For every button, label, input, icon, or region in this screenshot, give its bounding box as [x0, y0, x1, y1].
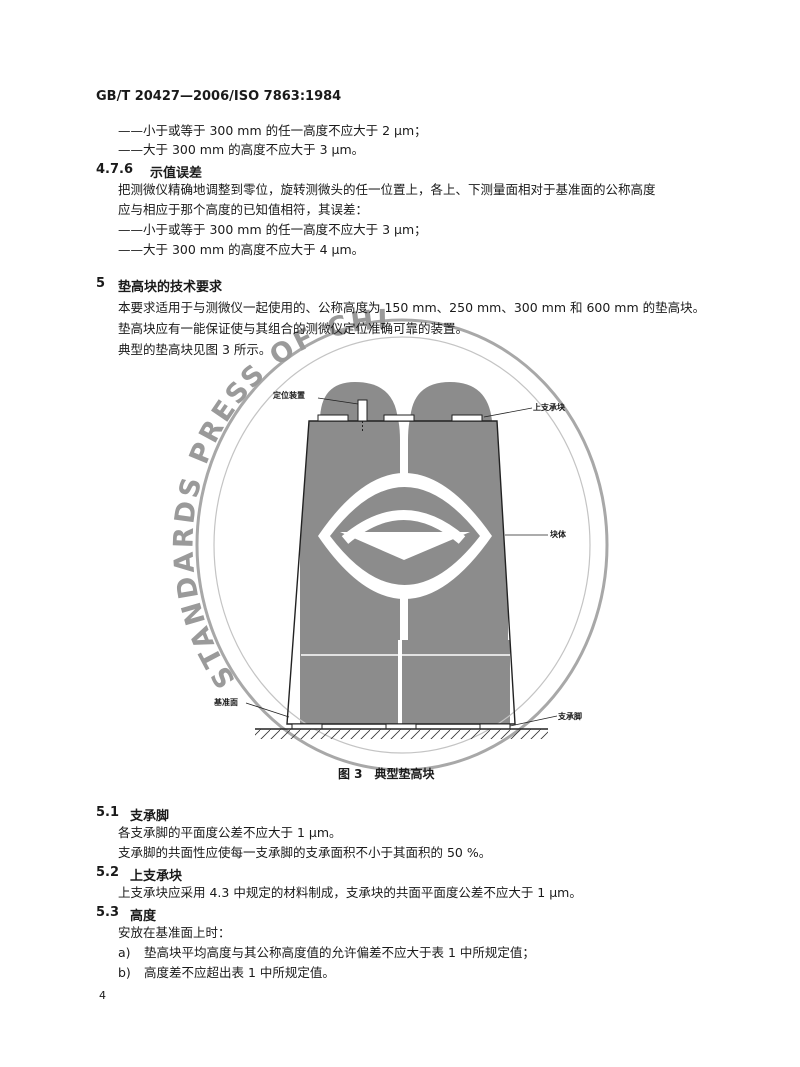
paragraph: 上支承块应采用 4.3 中规定的材料制成，支承块的共面平面度公差不应大于 1 μ… [118, 885, 582, 900]
section-number: 4.7.6 [96, 162, 134, 177]
figure-label-block: 块体 [550, 530, 566, 539]
bullet-item: ——大于 300 mm 的高度不应大于 4 μm。 [118, 242, 365, 257]
list-item-marker: b) [118, 965, 131, 980]
section-number: 5.1 [96, 805, 120, 820]
list-item: 高度差不应超出表 1 中所规定值。 [144, 965, 335, 980]
section-number: 5 [96, 276, 106, 291]
standard-code-header: GB/T 20427—2006/ISO 7863:1984 [96, 89, 342, 104]
paragraph: 把测微仪精确地调整到零位，旋转测微头的任一位置上，各上、下测量面相对于基准面的公… [118, 182, 656, 197]
paragraph: 垫高块应有一能保证使与其组合的测微仪定位准确可靠的装置。 [118, 321, 469, 336]
paragraph: 典型的垫高块见图 3 所示。 [118, 342, 272, 357]
block-body [286, 420, 516, 725]
section-title: 高度 [130, 909, 157, 924]
bullet-item: ——小于或等于 300 mm 的任一高度不应大于 3 μm； [118, 222, 427, 237]
figure-label-foot: 支承脚 [558, 712, 582, 721]
section-title: 上支承块 [130, 869, 183, 884]
bullet-item: ——大于 300 mm 的高度不应大于 3 μm。 [118, 142, 365, 157]
datum-surface-hatch [255, 729, 548, 739]
watermark-circle-inner [213, 336, 591, 754]
section-title: 示值误差 [150, 166, 203, 181]
paragraph: 应与相应于那个高度的已知值相符，其误差： [118, 202, 369, 217]
section-title: 支承脚 [130, 809, 170, 824]
paragraph: 各支承脚的平面度公差不应大于 1 μm。 [118, 825, 342, 840]
list-item: 垫高块平均高度与其公称高度值的允许偏差不应大于表 1 中所规定值； [144, 945, 535, 960]
upper-support-block [317, 414, 349, 422]
upper-support-block [451, 414, 483, 422]
upper-support-block [383, 414, 415, 422]
page-number: 4 [99, 989, 106, 1002]
section-number: 5.2 [96, 865, 120, 880]
paragraph: 安放在基准面上时： [118, 925, 231, 940]
watermark-circle [195, 318, 609, 772]
paragraph: 本要求适用于与测微仪一起使用的、公称高度为 150 mm、250 mm、300 … [118, 300, 706, 315]
section-number: 5.3 [96, 905, 120, 920]
figure-caption: 图 3 典型垫高块 [338, 767, 435, 781]
section-title: 垫高块的技术要求 [118, 280, 223, 295]
list-item-marker: a) [118, 945, 131, 960]
paragraph: 支承脚的共面性应使每一支承脚的支承面积不小于其面积的 50 %。 [118, 845, 492, 860]
figure-label-positioning: 定位装置 [273, 391, 305, 400]
bullet-item: ——小于或等于 300 mm 的任一高度不应大于 2 μm； [118, 123, 427, 138]
figure-label-datum: 基准面 [214, 698, 238, 707]
figure-label-upper-support: 上支承块 [533, 403, 565, 412]
